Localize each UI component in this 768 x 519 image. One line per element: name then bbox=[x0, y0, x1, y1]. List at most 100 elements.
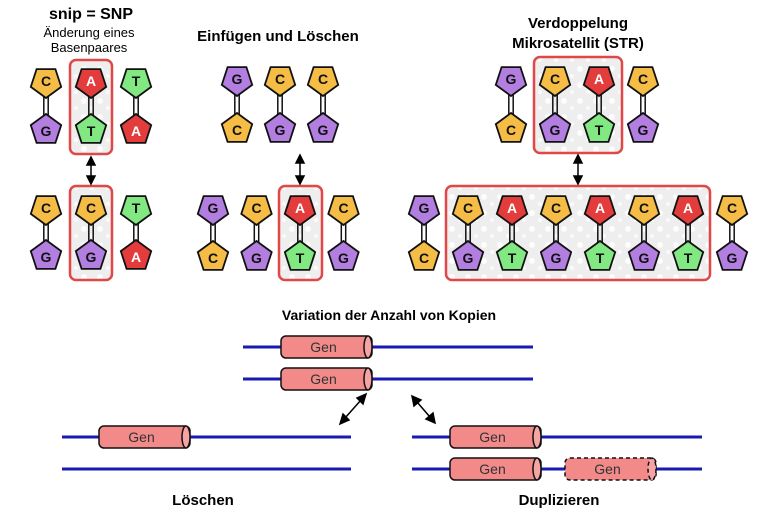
deletion-label: Löschen bbox=[172, 492, 234, 509]
str-bottom-base-3-bottom-letter: G bbox=[551, 250, 562, 266]
indel-top-base-0-bottom-shape bbox=[220, 111, 254, 143]
indel-top-base-2-bottom-letter: G bbox=[318, 122, 329, 138]
str-bottom-base-7-top-letter: C bbox=[727, 200, 737, 216]
indel-bottom-base-3-top-shape bbox=[327, 195, 360, 227]
str-top-base-1-bottom-shape bbox=[538, 111, 572, 143]
str-top-base-3-top-shape bbox=[626, 66, 660, 98]
str-bottom-base-6-top-letter: A bbox=[683, 200, 693, 216]
str-bottom-base-4-bottom-letter: T bbox=[596, 250, 605, 266]
indel-top-base-2-top-shape bbox=[306, 66, 340, 98]
snp-bottom-base-2-bottom-shape bbox=[119, 238, 153, 270]
str-bottom-base-7-top-shape bbox=[715, 195, 749, 227]
str-top-base-3-top-letter: C bbox=[638, 71, 648, 87]
snp-bottom-base-0-bottom-letter: G bbox=[41, 249, 52, 265]
indel-bottom-base-0-bottom-shape bbox=[196, 239, 230, 271]
gene-duplication-copy: Gen bbox=[564, 457, 657, 481]
indel-bottom-base-3-top-letter: C bbox=[338, 200, 348, 216]
snp-bottom-base-0-top-shape bbox=[29, 195, 63, 227]
snp-bottom-base-2-top-letter: T bbox=[132, 200, 141, 216]
indel-bottom-base-0-bottom-letter: C bbox=[208, 250, 218, 266]
indel-top-base-2-bottom-shape bbox=[306, 111, 340, 143]
str-bottom-base-2-bottom-shape bbox=[495, 239, 529, 271]
deletion-arrow bbox=[338, 392, 368, 426]
indel-bottom-base-1-bottom-letter: G bbox=[251, 250, 262, 266]
snp-top-base-2-bottom-shape bbox=[119, 112, 153, 144]
gene-label: Gen bbox=[310, 339, 336, 355]
indel-bottom-base-2-bottom-letter: T bbox=[296, 250, 305, 266]
str-highlight-bottom bbox=[444, 184, 712, 282]
str-bottom-base-7-bottom-shape bbox=[715, 239, 749, 271]
str-bottom-base-3-top-letter: C bbox=[551, 200, 561, 216]
str-top-base-0-top-letter: G bbox=[506, 71, 517, 87]
str-bottom-base-3-top-shape bbox=[539, 195, 573, 227]
cnv-title: Variation der Anzahl von Kopien bbox=[282, 307, 496, 323]
snp-bottom-base-0-top-letter: C bbox=[41, 200, 51, 216]
snp-bottom-base-1-bottom-letter: G bbox=[86, 249, 97, 265]
str-top-base-2-top-letter: A bbox=[594, 71, 604, 87]
str-top-base-1-top-shape bbox=[538, 66, 572, 98]
str-top-base-3-bottom-letter: G bbox=[638, 122, 649, 138]
str-top-base-0-top-shape bbox=[494, 66, 528, 98]
str-bottom-base-3-bottom-shape bbox=[539, 239, 573, 271]
gene-label: Gen bbox=[310, 371, 336, 387]
str-bottom-base-5-bottom-letter: G bbox=[639, 250, 650, 266]
gene-cap bbox=[532, 457, 542, 481]
indel-bottom-base-2-top-shape bbox=[283, 195, 317, 227]
str-title-line2: Mikrosatellit (STR) bbox=[512, 35, 644, 52]
snp-subtitle-line1: Änderung eines bbox=[43, 25, 135, 40]
snp-top-base-0-bottom-letter: G bbox=[41, 123, 52, 139]
gene-reference-2: Gen bbox=[280, 367, 373, 391]
indel-top-base-1-bottom-shape bbox=[263, 111, 297, 143]
snp-top-base-0-top-shape bbox=[29, 68, 63, 100]
indel-bottom-base-2-top-letter: A bbox=[295, 200, 305, 216]
snp-arrow bbox=[85, 155, 97, 186]
cnv-dna-lines bbox=[62, 345, 702, 471]
str-bottom-base-1-bottom-letter: G bbox=[463, 250, 474, 266]
str-bottom-base-1-bottom-shape bbox=[451, 239, 485, 271]
str-bottom-base-4-bottom-shape bbox=[583, 239, 617, 271]
str-bottom-base-0-top-letter: G bbox=[419, 200, 430, 216]
str-bottom-base-0-bottom-letter: C bbox=[419, 250, 429, 266]
indel-bottom-base-2-bottom-shape bbox=[283, 239, 317, 271]
str-title-line1: Verdoppelung bbox=[528, 15, 628, 32]
snp-top-base-0-top-letter: C bbox=[41, 73, 51, 89]
str-bottom-base-5-top-letter: C bbox=[639, 200, 649, 216]
snp-bottom-base-2-bottom-letter: A bbox=[131, 249, 141, 265]
indel-bottom-base-0-top-shape bbox=[196, 195, 230, 227]
str-bottom-base-6-bottom-letter: T bbox=[684, 250, 693, 266]
str-top-base-2-bottom-letter: T bbox=[595, 122, 604, 138]
str-bottom-base-6-bottom-shape bbox=[671, 239, 705, 271]
snp-title: snip = SNP bbox=[49, 6, 133, 23]
str-bottom-base-5-bottom-shape bbox=[627, 239, 661, 271]
snp-bottom-base-0-bottom-shape bbox=[29, 238, 63, 270]
gene-duplication-2: Gen bbox=[449, 457, 542, 481]
gene-cap bbox=[647, 457, 657, 481]
str-top-base-1-bottom-letter: G bbox=[550, 122, 561, 138]
gene-label: Gen bbox=[479, 429, 505, 445]
str-bottom-base-5-top-shape bbox=[627, 195, 661, 227]
str-top-base-2-bottom-shape bbox=[582, 111, 616, 143]
duplication-label: Duplizieren bbox=[519, 492, 600, 509]
indel-title: Einfügen und Löschen bbox=[197, 28, 359, 45]
duplication-arrow bbox=[410, 394, 437, 425]
str-bottom-base-1-top-letter: C bbox=[463, 200, 473, 216]
indel-bottom-base-0-top-letter: G bbox=[208, 200, 219, 216]
gene-cap bbox=[181, 425, 191, 449]
indel-top-base-0-bottom-letter: C bbox=[232, 122, 242, 138]
snp-bottom-base-2-top-shape bbox=[119, 195, 153, 227]
str-top-base-0-bottom-letter: C bbox=[506, 122, 516, 138]
indel-top-base-1-top-shape bbox=[263, 66, 297, 98]
snp-subtitle-line2: Basenpaares bbox=[51, 40, 128, 55]
str-bottom-base-4-top-shape bbox=[583, 195, 617, 227]
snp-top-base-2-bottom-letter: A bbox=[131, 123, 141, 139]
indel-top-base-1-bottom-letter: G bbox=[275, 122, 286, 138]
str-bottom-base-0-top-shape bbox=[407, 195, 441, 227]
str-bottom-base-4-top-letter: A bbox=[595, 200, 605, 216]
